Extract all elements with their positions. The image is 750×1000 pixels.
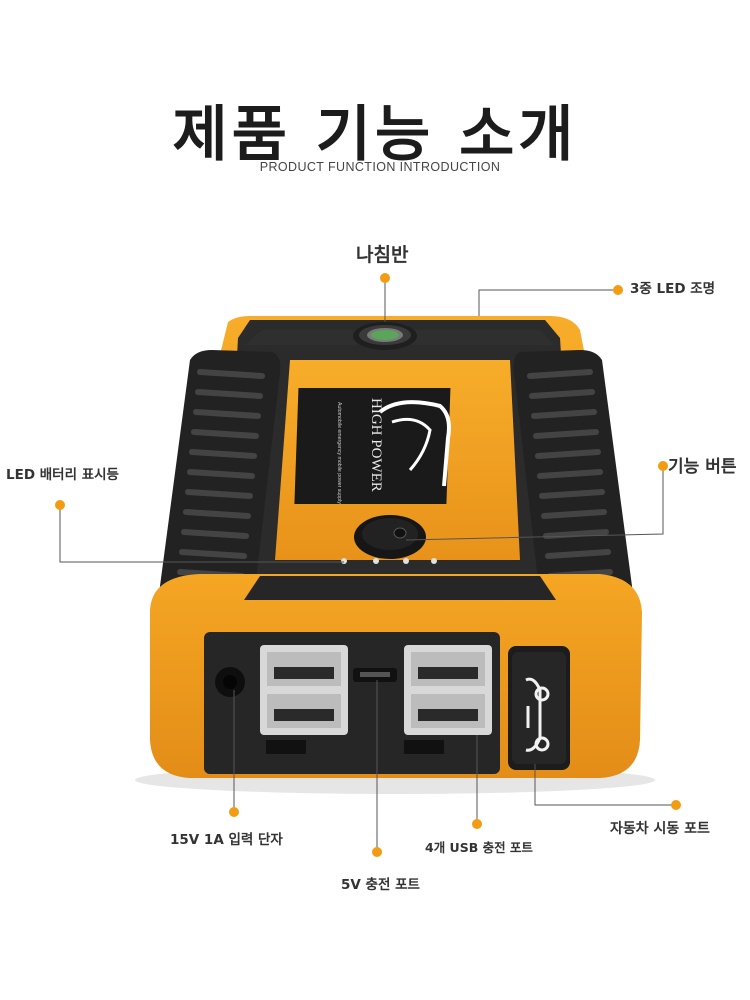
usb-port-group-left[interactable]: [260, 645, 348, 735]
callout-lines: [59, 278, 676, 852]
battery-indicator-leds: [341, 558, 437, 564]
label-car-start-port: 자동차 시동 포트: [610, 821, 710, 837]
label-led-light: 3중 LED 조명: [630, 281, 716, 297]
callout-dots: [55, 273, 681, 857]
compass-icon: [353, 322, 417, 350]
label-usb-ports: 4개 USB 충전 포트: [425, 840, 533, 855]
function-button[interactable]: [354, 515, 426, 559]
page-subtitle: PRODUCT FUNCTION INTRODUCTION: [259, 160, 501, 174]
right-grip: [513, 350, 633, 609]
left-grip: [159, 350, 281, 609]
label-function-button: 기능 버튼: [668, 457, 737, 477]
usb-port-group-right[interactable]: [404, 645, 492, 735]
page-title: 제품 기능 소개: [172, 100, 578, 170]
dc-input-port[interactable]: [215, 667, 245, 697]
brand-logo-plate: HIGH POWER Automobile emergency mobile p…: [294, 388, 451, 504]
micro-usb-port[interactable]: [353, 668, 397, 682]
label-input-port: 15V 1A 입력 단자: [170, 832, 283, 848]
label-battery-indicator: LED 배터리 표시등: [6, 467, 119, 483]
label-compass: 나침반: [356, 244, 409, 266]
label-charge-port: 5V 충전 포트: [341, 877, 420, 893]
brand-logo-text: HIGH POWER: [368, 398, 384, 492]
car-icon: [525, 677, 550, 752]
brand-logo-subtext: Automobile emergency mobile power supply: [336, 402, 342, 504]
car-start-port[interactable]: [512, 652, 566, 764]
